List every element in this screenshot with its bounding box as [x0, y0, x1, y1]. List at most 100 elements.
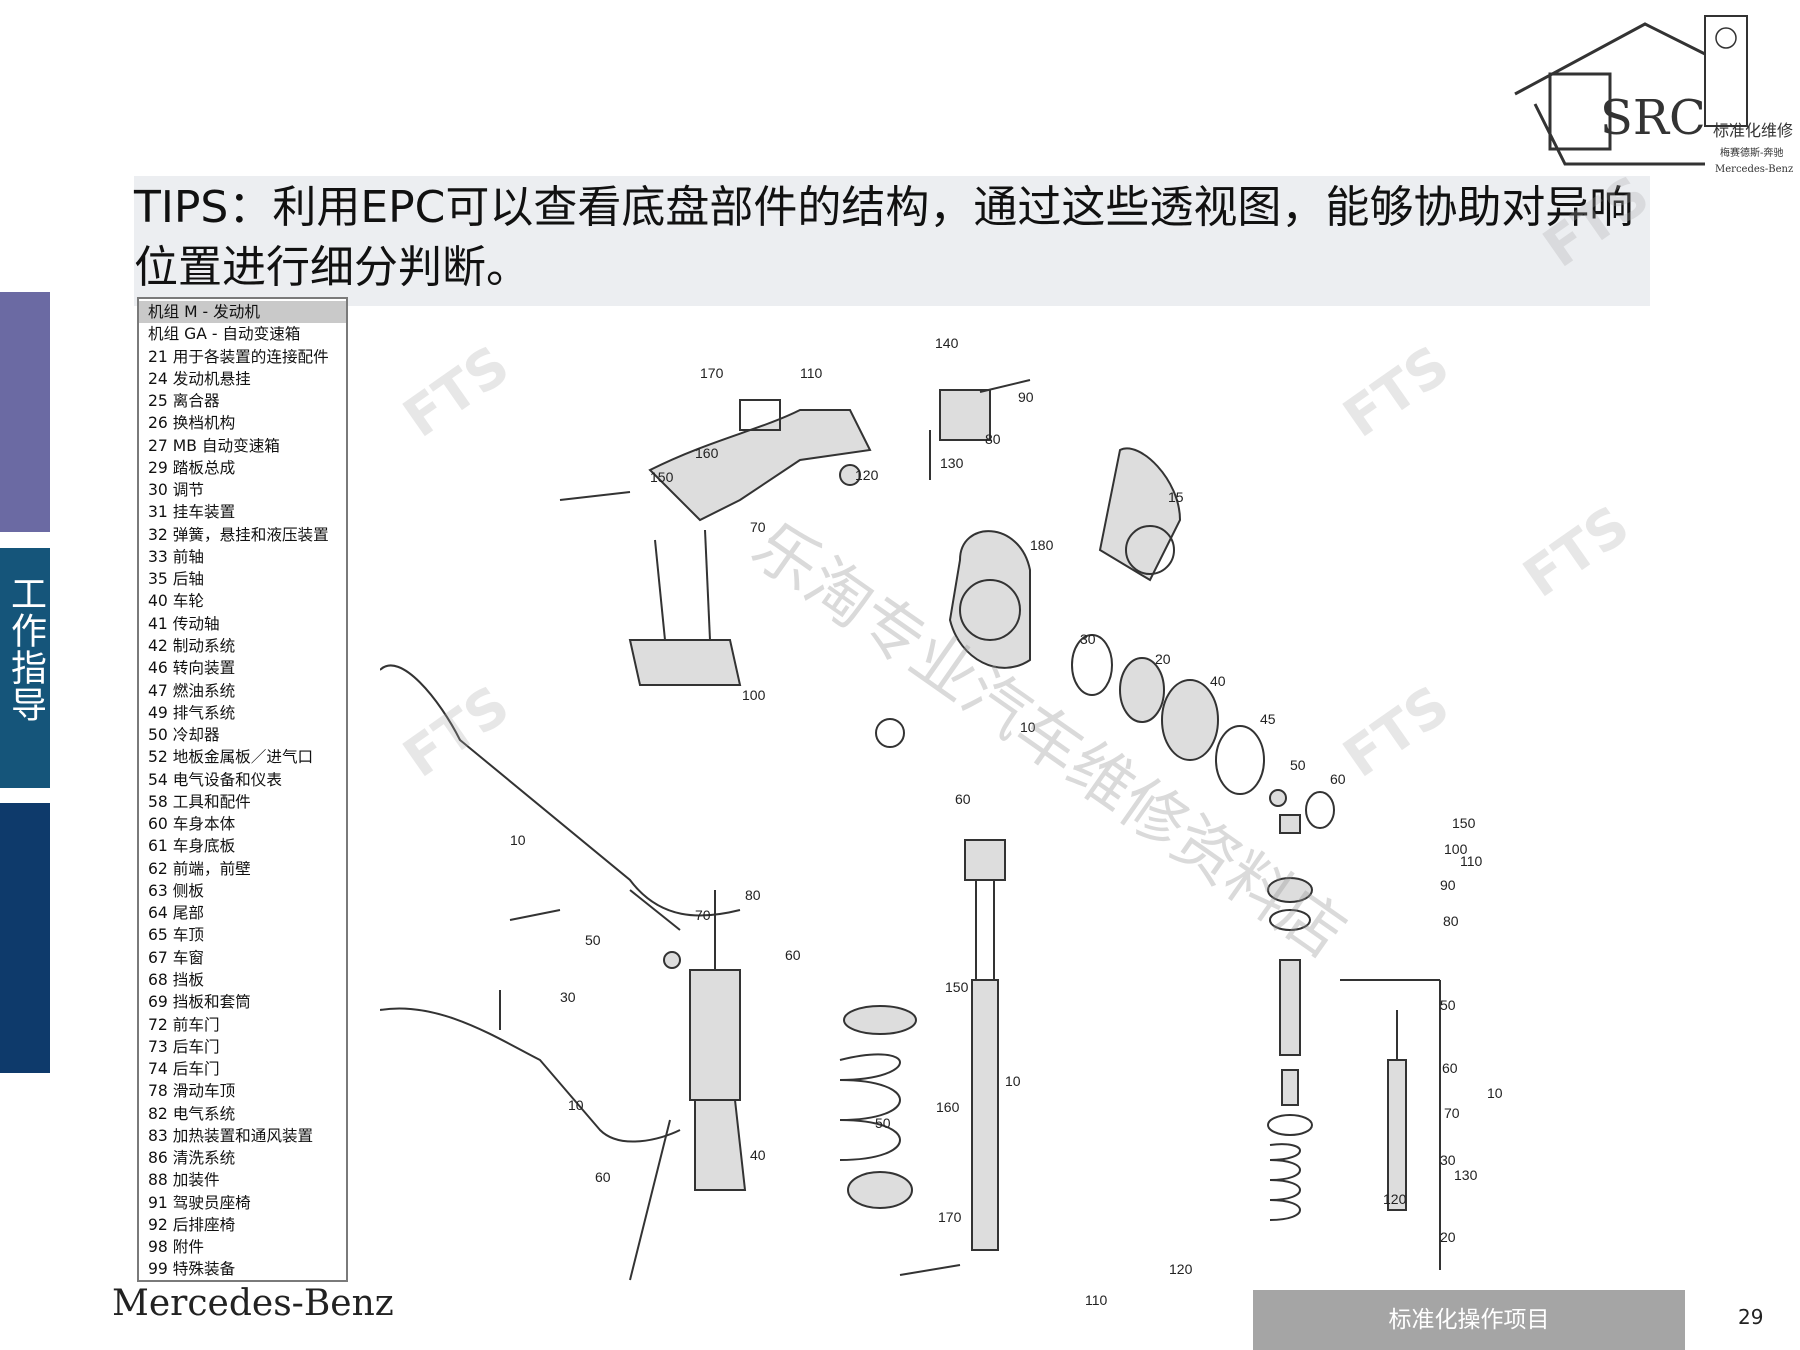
epc-list-item[interactable]: 64 尾部: [148, 904, 204, 923]
side-bar-middle: [0, 548, 50, 788]
epc-list-item[interactable]: 69 挡板和套筒: [148, 993, 251, 1012]
epc-list-item[interactable]: 74 后车门: [148, 1060, 220, 1079]
epc-list-item[interactable]: 49 排气系统: [148, 703, 236, 722]
epc-list-item[interactable]: 72 前车门: [148, 1015, 220, 1034]
callout-label: 170: [700, 365, 724, 381]
callout-label: 170: [938, 1209, 962, 1225]
epc-list-item[interactable]: 47 燃油系统: [148, 681, 236, 700]
strut-exploded-group: [1267, 814, 1441, 1270]
callout-label: 180: [1030, 537, 1054, 553]
epc-list-item[interactable]: 65 车顶: [148, 926, 204, 945]
epc-list-item[interactable]: 99 特殊装备: [148, 1260, 236, 1279]
callout-label: 120: [855, 467, 879, 483]
epc-list-item[interactable]: 62 前端，前壁: [148, 859, 251, 878]
epc-list-item[interactable]: 88 加装件: [148, 1171, 220, 1190]
callout-label: 30: [1080, 631, 1096, 647]
epc-list-item[interactable]: 58 工具和配件: [148, 792, 251, 811]
callout-label: 80: [745, 887, 761, 903]
callout-label: 20: [1155, 651, 1171, 667]
callout-label: 80: [1443, 913, 1459, 929]
callout-label: 110: [1460, 853, 1483, 869]
epc-list-item[interactable]: 46 转向装置: [148, 659, 236, 678]
epc-list-item[interactable]: 机组 GA - 自动变速箱: [148, 325, 301, 344]
callout-label: 40: [750, 1147, 766, 1163]
epc-list-item[interactable]: 27 MB 自动变速箱: [148, 436, 280, 455]
tips-box: [134, 176, 1650, 306]
callout-label: 150: [945, 979, 969, 995]
callout-label: 10: [510, 832, 526, 848]
epc-list-item[interactable]: 40 车轮: [148, 592, 204, 611]
epc-list-item[interactable]: 82 电气系统: [148, 1104, 236, 1123]
callout-label: 130: [1454, 1167, 1478, 1183]
epc-list-item[interactable]: 91 驾驶员座椅: [148, 1193, 251, 1212]
side-title: 工作指导: [5, 575, 46, 723]
callout-label: 90: [1018, 389, 1034, 405]
epc-list-item[interactable]: 60 车身本体: [148, 815, 236, 834]
callout-label: 160: [936, 1099, 960, 1115]
callout-label: 60: [595, 1169, 611, 1185]
callout-label: 100: [742, 687, 766, 703]
epc-list-item[interactable]: 78 滑动车顶: [148, 1082, 236, 1101]
callout-label: 15: [1168, 489, 1184, 505]
callout-label: 10: [1005, 1073, 1021, 1089]
epc-list-item[interactable]: 机组 M - 发动机: [139, 301, 346, 324]
epc-list-item[interactable]: 68 挡板: [148, 970, 204, 989]
epc-list-item[interactable]: 83 加热装置和通风装置: [148, 1126, 314, 1145]
callout-label: 90: [1440, 877, 1456, 893]
epc-group-list[interactable]: 机组 M - 发动机机组 GA - 自动变速箱 21 用于各装置的连接配件 24 发…: [137, 297, 348, 1282]
epc-list-item[interactable]: 25 离合器: [148, 392, 220, 411]
epc-list-item[interactable]: 86 清洗系统: [148, 1149, 236, 1168]
front-stabilizer-group: [380, 664, 741, 969]
epc-list-item[interactable]: 92 后排座椅: [148, 1215, 236, 1234]
epc-list-item[interactable]: 41 传动轴: [148, 614, 220, 633]
page-number: 29: [1738, 1305, 1764, 1329]
epc-list-item[interactable]: 31 挂车装置: [148, 503, 236, 522]
logo-sub1: 标准化维修: [1713, 121, 1793, 140]
epc-list-item[interactable]: 50 冷却器: [148, 726, 220, 745]
footer-bar: 标准化操作项目: [1253, 1290, 1685, 1350]
control-arm-group: [559, 379, 1031, 686]
steering-knuckle-group: [875, 447, 1335, 829]
callout-label: 80: [985, 431, 1001, 447]
side-bar-bottom: [0, 803, 50, 1073]
callout-label: 70: [1444, 1105, 1460, 1121]
epc-list-item[interactable]: 32 弹簧，悬挂和液压装置: [148, 525, 329, 544]
callout-label: 60: [1330, 771, 1346, 787]
epc-list-item[interactable]: 24 发动机悬挂: [148, 369, 251, 388]
epc-list-item[interactable]: 63 侧板: [148, 881, 204, 900]
callout-label: 50: [585, 932, 601, 948]
callout-label: 50: [875, 1115, 891, 1131]
callout-label: 130: [940, 455, 964, 471]
src-logo: SRC 标准化维修 梅赛德斯-奔驰 Mercedes-Benz: [1514, 15, 1793, 175]
epc-list-item[interactable]: 30 调节: [148, 481, 204, 500]
epc-list-item[interactable]: 42 制动系统: [148, 636, 236, 655]
callout-label: 50: [1290, 757, 1306, 773]
callout-label: 100: [1444, 841, 1468, 857]
callout-label: 60: [1442, 1060, 1458, 1076]
callout-label: 45: [1260, 711, 1276, 727]
rear-damper-group: [839, 839, 1006, 1276]
callout-label: 10: [1487, 1085, 1503, 1101]
epc-list-item[interactable]: 73 后车门: [148, 1037, 220, 1056]
epc-list-item[interactable]: 29 踏板总成: [148, 458, 236, 477]
epc-list-item[interactable]: 33 前轴: [148, 547, 204, 566]
callout-label: 30: [1440, 1152, 1456, 1168]
epc-list-item[interactable]: 35 后轴: [148, 570, 204, 589]
callout-label: 60: [785, 947, 801, 963]
epc-list-item[interactable]: 21 用于各装置的连接配件: [148, 347, 329, 366]
logo-sub2: 梅赛德斯-奔驰: [1720, 146, 1783, 159]
callout-label: 110: [1085, 1292, 1108, 1308]
callout-label: 30: [560, 989, 576, 1005]
epc-list-item[interactable]: 98 附件: [148, 1238, 204, 1257]
epc-list-item[interactable]: 54 电气设备和仪表: [148, 770, 282, 789]
callout-label: 20: [1440, 1229, 1456, 1245]
logo-text: SRC: [1600, 90, 1706, 146]
callout-label: 70: [750, 519, 766, 535]
epc-list-item[interactable]: 61 车身底板: [148, 837, 236, 856]
epc-list-item[interactable]: 67 车窗: [148, 948, 204, 967]
callout-label: 110: [800, 365, 823, 381]
callout-label: 60: [955, 791, 971, 807]
epc-list-item[interactable]: 26 换档机构: [148, 414, 236, 433]
logo-sub3: Mercedes-Benz: [1715, 164, 1793, 175]
epc-list-item[interactable]: 52 地板金属板／进气口: [148, 748, 314, 767]
